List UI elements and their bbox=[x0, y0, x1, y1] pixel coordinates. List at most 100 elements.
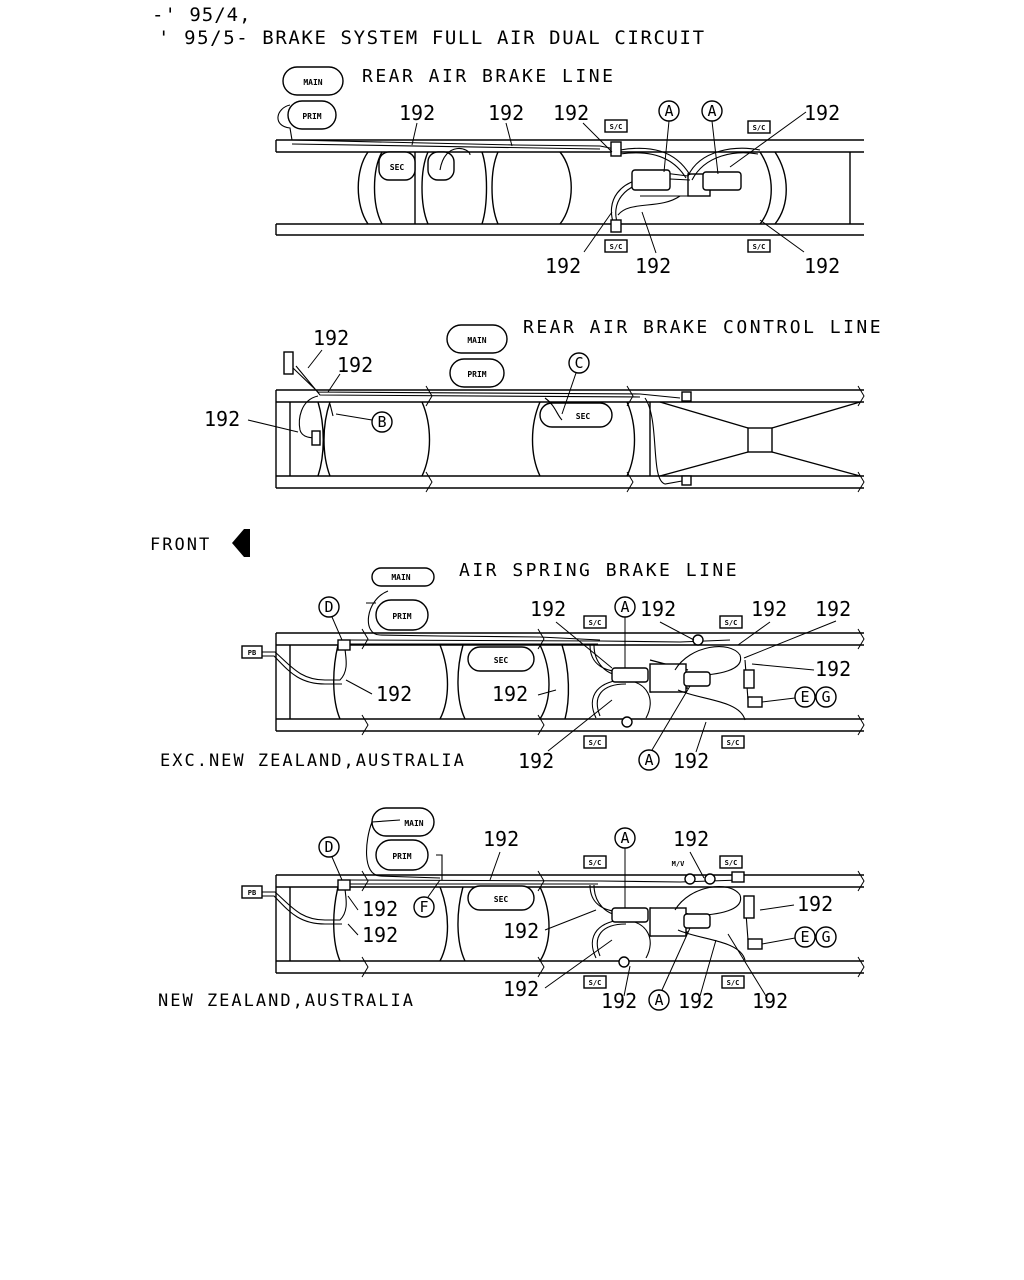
svg-text:192: 192 bbox=[804, 254, 840, 278]
svg-text:A: A bbox=[644, 751, 653, 769]
svg-text:192: 192 bbox=[204, 407, 240, 431]
callout-e: E bbox=[794, 926, 816, 948]
svg-text:MAIN: MAIN bbox=[404, 819, 423, 828]
svg-text:192: 192 bbox=[673, 749, 709, 773]
svg-text:S/C: S/C bbox=[727, 979, 740, 987]
prim-tank: PRIM bbox=[449, 358, 505, 388]
callout-f: F bbox=[413, 896, 435, 918]
pb-tag: PB bbox=[241, 885, 263, 899]
svg-text:A: A bbox=[707, 102, 716, 120]
prim-tank: PRIM bbox=[287, 100, 337, 130]
sec-tank: SEC bbox=[539, 402, 613, 428]
svg-text:192: 192 bbox=[362, 923, 398, 947]
sec-tank: SEC bbox=[378, 151, 416, 181]
rear-air-brake-control-line-diagram: REAR AIR BRAKE CONTROL LINE MAIN PRIM SE… bbox=[204, 317, 883, 493]
main-tank: MAIN bbox=[371, 567, 435, 587]
svg-text:PB: PB bbox=[248, 889, 256, 897]
callout-g: G bbox=[815, 686, 837, 708]
svg-text:192: 192 bbox=[815, 597, 851, 621]
svg-text:192: 192 bbox=[503, 919, 539, 943]
sec-tank: SEC bbox=[467, 646, 535, 672]
svg-text:MAIN: MAIN bbox=[391, 573, 410, 582]
sc-tag: S/C S/C S/C S/C bbox=[583, 855, 745, 989]
part-label-192: 192 192 192 192 192 192 192 bbox=[399, 101, 840, 278]
svg-text:192: 192 bbox=[488, 101, 524, 125]
air-spring-brake-line-nz-diagram: MAIN PRIM SEC PB M/V S/C bbox=[158, 807, 865, 1013]
brake-pipe bbox=[277, 104, 621, 151]
svg-text:192: 192 bbox=[804, 101, 840, 125]
model-year-range-start: -' 95/4, bbox=[152, 4, 252, 26]
exc-region-caption: EXC.NEW ZEALAND,AUSTRALIA bbox=[160, 751, 466, 771]
callout-d: D bbox=[318, 596, 340, 618]
front-direction-indicator: FRONT bbox=[150, 529, 250, 557]
front-label: FRONT bbox=[150, 535, 211, 555]
rear-air-brake-line-diagram: REAR AIR BRAKE LINE MAIN PRIM SEC bbox=[275, 66, 864, 278]
svg-text:192: 192 bbox=[797, 892, 833, 916]
pb-tag: PB bbox=[241, 645, 263, 659]
svg-text:A: A bbox=[620, 598, 629, 616]
svg-text:PRIM: PRIM bbox=[467, 370, 486, 379]
part-label-192: 192 192 192 192 192 192 192 192 192 bbox=[376, 597, 851, 773]
svg-text:PRIM: PRIM bbox=[392, 612, 411, 621]
sc-tag: S/C S/C S/C S/C bbox=[604, 119, 771, 253]
svg-text:192: 192 bbox=[751, 597, 787, 621]
brake-valve bbox=[283, 351, 294, 375]
prim-tank: PRIM bbox=[375, 599, 429, 631]
svg-text:PB: PB bbox=[248, 649, 256, 657]
callout-a: A A bbox=[658, 100, 723, 122]
frame-rails bbox=[276, 874, 864, 974]
svg-text:MAIN: MAIN bbox=[467, 336, 486, 345]
svg-text:192: 192 bbox=[313, 326, 349, 350]
svg-text:SEC: SEC bbox=[390, 163, 405, 172]
svg-text:PRIM: PRIM bbox=[392, 852, 411, 861]
svg-text:A: A bbox=[664, 102, 673, 120]
svg-text:S/C: S/C bbox=[753, 243, 766, 251]
callout-e: E bbox=[794, 686, 816, 708]
svg-text:192: 192 bbox=[601, 989, 637, 1013]
leader-lines bbox=[347, 851, 795, 997]
svg-text:F: F bbox=[419, 898, 428, 916]
frame-rails bbox=[276, 139, 864, 236]
rear-air-brake-control-line-title: REAR AIR BRAKE CONTROL LINE bbox=[523, 317, 883, 338]
svg-text:192: 192 bbox=[362, 897, 398, 921]
front-arrow-icon bbox=[232, 529, 250, 557]
svg-text:192: 192 bbox=[640, 597, 676, 621]
svg-text:G: G bbox=[821, 688, 830, 706]
callout-c: C bbox=[568, 352, 590, 374]
svg-text:S/C: S/C bbox=[725, 859, 738, 867]
sec-tank: SEC bbox=[467, 885, 535, 911]
svg-text:S/C: S/C bbox=[610, 123, 623, 131]
svg-text:192: 192 bbox=[376, 682, 412, 706]
main-tank: MAIN bbox=[282, 66, 344, 96]
prim-tank: PRIM bbox=[375, 839, 429, 871]
svg-text:192: 192 bbox=[518, 749, 554, 773]
svg-text:E: E bbox=[800, 928, 809, 946]
nz-region-caption: NEW ZEALAND,AUSTRALIA bbox=[158, 991, 415, 1011]
svg-text:S/C: S/C bbox=[589, 739, 602, 747]
svg-text:192: 192 bbox=[673, 827, 709, 851]
frame-rails bbox=[276, 632, 864, 732]
svg-text:S/C: S/C bbox=[753, 124, 766, 132]
svg-text:192: 192 bbox=[545, 254, 581, 278]
svg-text:A: A bbox=[654, 991, 663, 1009]
svg-text:A: A bbox=[620, 829, 629, 847]
callout-b: B bbox=[371, 411, 393, 433]
svg-text:192: 192 bbox=[635, 254, 671, 278]
svg-text:192: 192 bbox=[752, 989, 788, 1013]
sc-tag: S/C S/C S/C S/C bbox=[583, 615, 745, 749]
svg-text:192: 192 bbox=[483, 827, 519, 851]
svg-text:S/C: S/C bbox=[725, 619, 738, 627]
part-label-192: 192 192 192 bbox=[204, 326, 373, 431]
svg-text:S/C: S/C bbox=[589, 979, 602, 987]
svg-text:C: C bbox=[574, 354, 583, 372]
callout-g: G bbox=[815, 926, 837, 948]
svg-text:S/C: S/C bbox=[589, 619, 602, 627]
air-spring-brake-line-title: AIR SPRING BRAKE LINE bbox=[459, 560, 739, 581]
page-header: -' 95/4, ' 95/5- BRAKE SYSTEM FULL AIR D… bbox=[0, 0, 1024, 60]
svg-text:MAIN: MAIN bbox=[303, 78, 322, 87]
leader-lines bbox=[345, 620, 837, 753]
air-spring-brake-line-exc-diagram: AIR SPRING BRAKE LINE MAIN PRIM SEC PB bbox=[160, 560, 865, 773]
svg-text:G: G bbox=[821, 928, 830, 946]
svg-text:192: 192 bbox=[503, 977, 539, 1001]
svg-text:192: 192 bbox=[492, 682, 528, 706]
